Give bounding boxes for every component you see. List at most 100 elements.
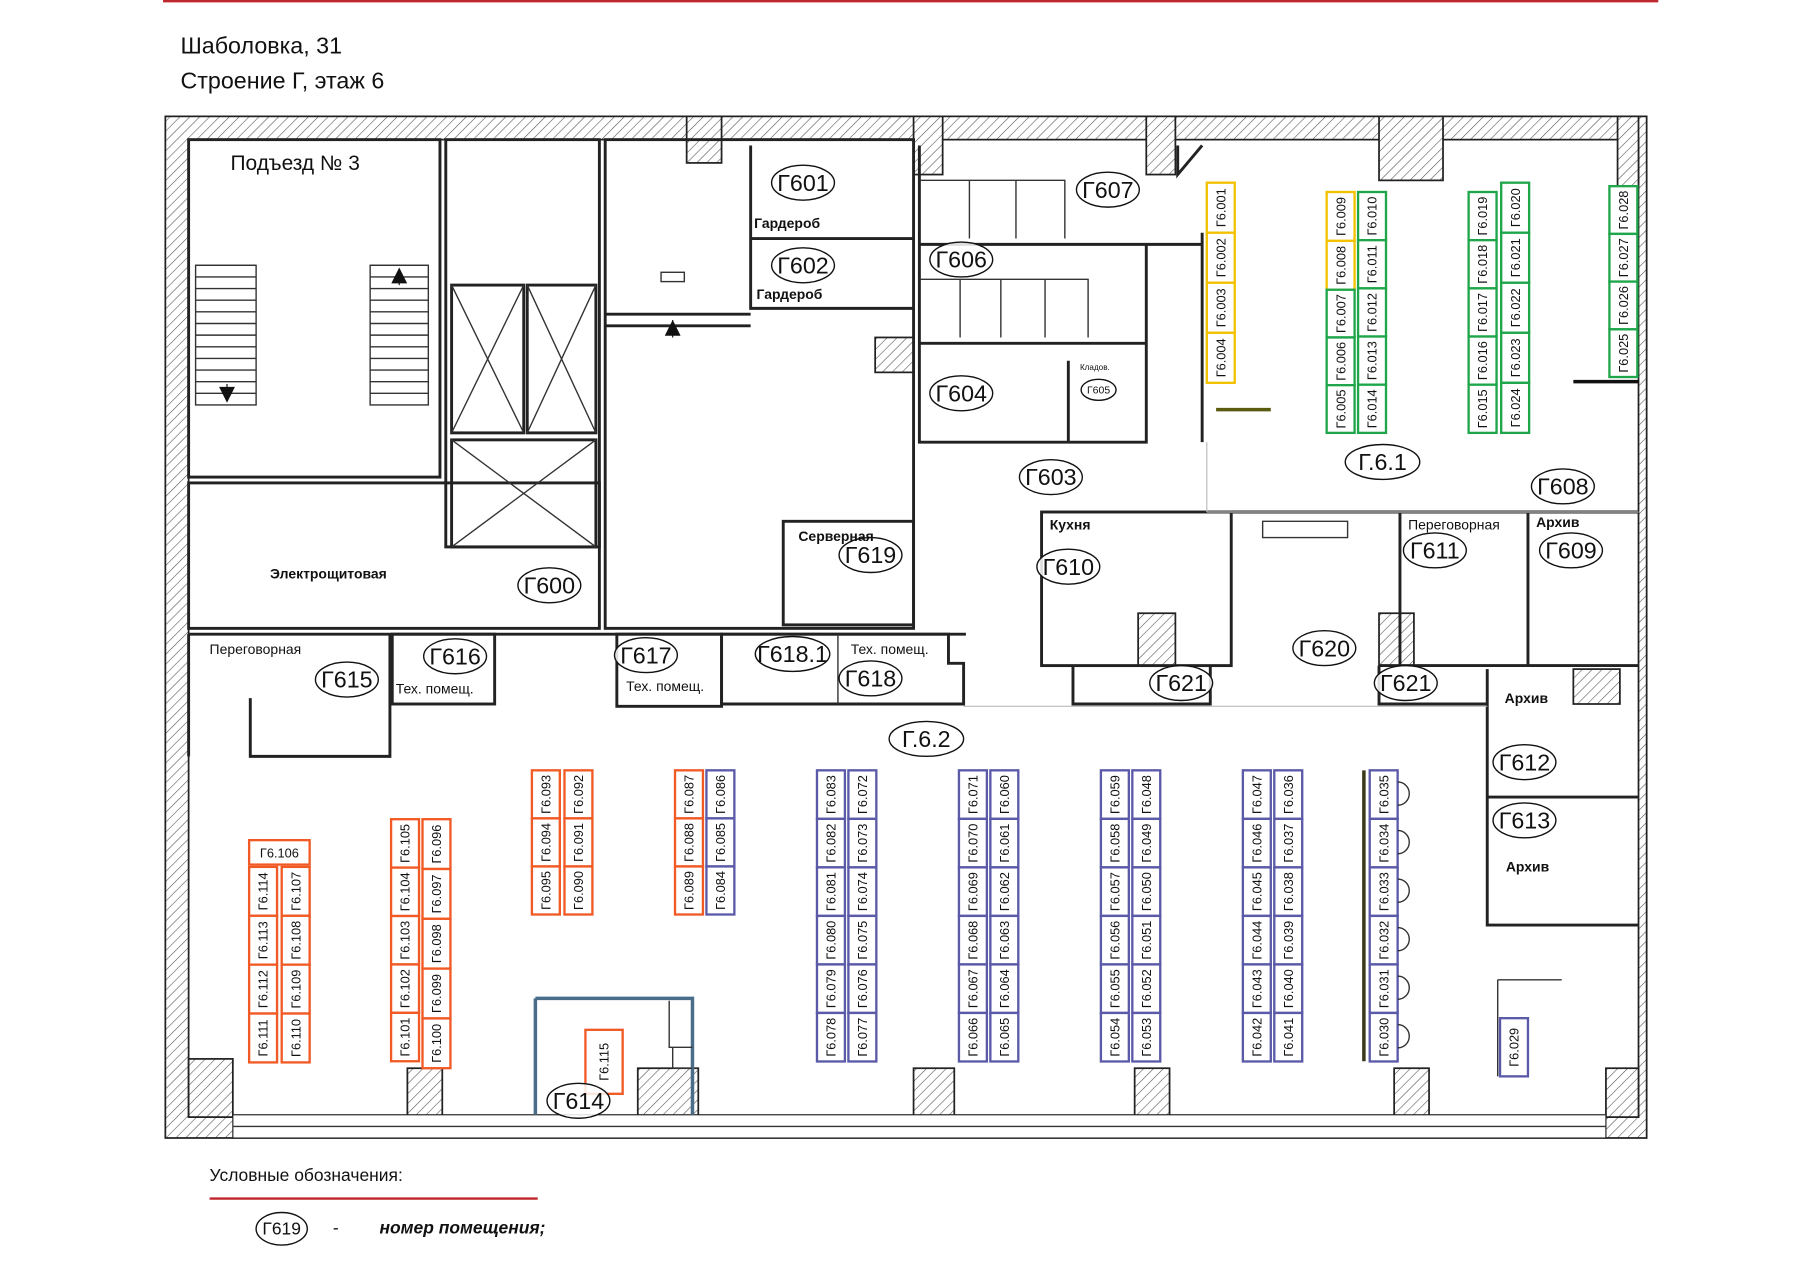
desk-cell[interactable]: Г6.028 xyxy=(1608,185,1639,236)
desk-cell[interactable]: Г6.107 xyxy=(280,865,311,917)
room-label[interactable]: Г601 xyxy=(770,164,836,201)
desk-cell[interactable]: Г6.071 xyxy=(957,769,989,821)
desk-cell[interactable]: Г6.061 xyxy=(989,817,1020,869)
room-label[interactable]: Г618 xyxy=(838,660,903,697)
desk-cell[interactable]: Г6.079 xyxy=(815,963,847,1015)
desk-cell[interactable]: Г6.022 xyxy=(1500,281,1531,334)
desk-cell[interactable]: Г6.069 xyxy=(957,866,989,918)
desk-cell[interactable]: Г6.088 xyxy=(673,817,705,868)
desk-cell[interactable]: Г6.007 xyxy=(1325,288,1356,339)
desk-cell[interactable]: Г6.047 xyxy=(1241,769,1272,821)
desk-cell[interactable]: Г6.085 xyxy=(705,817,736,868)
desk-cell[interactable]: Г6.018 xyxy=(1467,239,1498,290)
desk-cell[interactable]: Г6.030 xyxy=(1368,1011,1399,1063)
desk-cell[interactable]: Г6.091 xyxy=(563,817,594,868)
desk-cell[interactable]: Г6.044 xyxy=(1241,914,1272,966)
desk-cell[interactable]: Г6.052 xyxy=(1131,963,1162,1015)
desk-cell[interactable]: Г6.108 xyxy=(280,914,311,966)
desk-cell[interactable]: Г6.092 xyxy=(563,769,594,820)
room-label[interactable]: Г612 xyxy=(1492,744,1557,781)
desk-cell[interactable]: Г6.073 xyxy=(847,817,878,869)
desk-cell[interactable]: Г6.089 xyxy=(673,865,705,916)
desk-cell[interactable]: Г6.026 xyxy=(1608,280,1639,331)
desk-cell[interactable]: Г6.014 xyxy=(1356,383,1388,435)
desk-cell[interactable]: Г6.003 xyxy=(1205,281,1236,334)
desk-cell[interactable]: Г6.062 xyxy=(989,866,1020,918)
desk-cell[interactable]: Г6.060 xyxy=(989,769,1020,821)
room-label[interactable]: Г609 xyxy=(1538,532,1604,569)
desk-cell[interactable]: Г6.086 xyxy=(705,769,736,820)
desk-cell[interactable]: Г6.038 xyxy=(1273,866,1304,918)
desk-cell[interactable]: Г6.041 xyxy=(1273,1011,1304,1063)
desk-cell[interactable]: Г6.072 xyxy=(847,769,878,821)
desk-cell[interactable]: Г6.110 xyxy=(280,1012,311,1064)
desk-cell[interactable]: Г6.064 xyxy=(989,963,1020,1015)
desk-cell[interactable]: Г6.053 xyxy=(1131,1011,1162,1063)
desk-cell[interactable]: Г6.035 xyxy=(1368,769,1399,821)
room-label[interactable]: Г608 xyxy=(1530,468,1595,505)
desk-cell[interactable]: Г6.112 xyxy=(247,963,279,1015)
desk-cell[interactable]: Г6.095 xyxy=(530,865,561,916)
desk-cell[interactable]: Г6.102 xyxy=(389,963,421,1014)
desk-cell[interactable]: Г6.034 xyxy=(1368,817,1399,869)
desk-cell[interactable]: Г6.013 xyxy=(1356,335,1388,386)
room-label[interactable]: Г600 xyxy=(517,567,582,604)
desk-cell[interactable]: Г6.093 xyxy=(530,769,561,820)
desk-cell[interactable]: Г6.074 xyxy=(847,866,878,918)
room-label[interactable]: Г610 xyxy=(1036,548,1101,585)
room-label[interactable]: Г605 xyxy=(1080,378,1117,401)
room-label[interactable]: Г606 xyxy=(929,241,994,278)
desk-cell[interactable]: Г6.036 xyxy=(1273,769,1304,821)
desk-cell[interactable]: Г6.098 xyxy=(421,917,452,970)
room-label[interactable]: Г.6.2 xyxy=(888,720,965,758)
desk-cell[interactable]: Г6.099 xyxy=(421,967,452,1020)
desk-cell[interactable]: Г6.024 xyxy=(1500,381,1531,435)
desk-cell[interactable]: Г6.114 xyxy=(247,865,279,917)
desk-cell[interactable]: Г6.043 xyxy=(1241,963,1272,1015)
desk-cell[interactable]: Г6.106 xyxy=(247,838,311,866)
desk-cell[interactable]: Г6.032 xyxy=(1368,914,1399,966)
desk-cell[interactable]: Г6.097 xyxy=(421,867,452,920)
desk-cell[interactable]: Г6.070 xyxy=(957,817,989,869)
desk-cell[interactable]: Г6.109 xyxy=(280,963,311,1015)
desk-cell[interactable]: Г6.010 xyxy=(1356,190,1388,242)
desk-cell[interactable]: Г6.012 xyxy=(1356,287,1388,338)
desk-cell[interactable]: Г6.103 xyxy=(389,914,421,966)
desk-cell[interactable]: Г6.081 xyxy=(815,866,847,918)
desk-cell[interactable]: Г6.027 xyxy=(1608,232,1639,283)
desk-cell[interactable]: Г6.105 xyxy=(389,818,421,869)
desk-cell[interactable]: Г6.006 xyxy=(1325,336,1356,387)
desk-cell[interactable]: Г6.046 xyxy=(1241,817,1272,869)
desk-cell[interactable]: Г6.059 xyxy=(1099,769,1130,821)
room-label[interactable]: Г603 xyxy=(1018,458,1083,496)
desk-cell[interactable]: Г6.051 xyxy=(1131,914,1162,966)
room-label[interactable]: Г613 xyxy=(1492,802,1557,839)
desk-cell[interactable]: Г6.031 xyxy=(1368,963,1399,1015)
desk-cell[interactable]: Г6.057 xyxy=(1099,866,1130,918)
desk-cell[interactable]: Г6.076 xyxy=(847,963,878,1015)
desk-cell[interactable]: Г6.111 xyxy=(247,1012,279,1064)
room-label[interactable]: Г607 xyxy=(1075,171,1141,208)
desk-cell[interactable]: Г6.020 xyxy=(1500,181,1531,234)
desk-cell[interactable]: Г6.067 xyxy=(957,963,989,1015)
desk-cell[interactable]: Г6.078 xyxy=(815,1011,847,1063)
desk-cell[interactable]: Г6.039 xyxy=(1273,914,1304,966)
room-label[interactable]: Г614 xyxy=(546,1082,611,1119)
desk-cell[interactable]: Г6.077 xyxy=(847,1011,878,1063)
desk-cell[interactable]: Г6.033 xyxy=(1368,866,1399,918)
room-label[interactable]: Г615 xyxy=(314,661,379,698)
desk-cell[interactable]: Г6.090 xyxy=(563,865,594,916)
desk-cell[interactable]: Г6.017 xyxy=(1467,287,1498,338)
desk-cell[interactable]: Г6.054 xyxy=(1099,1011,1130,1063)
room-label[interactable]: Г.6.1 xyxy=(1344,443,1421,481)
room-label[interactable]: Г618.1 xyxy=(754,635,831,673)
room-label[interactable]: Г602 xyxy=(770,247,836,284)
room-label[interactable]: Г621 xyxy=(1373,664,1438,702)
desk-cell[interactable]: Г6.080 xyxy=(815,914,847,966)
room-label[interactable]: Г621 xyxy=(1149,664,1214,702)
room-label[interactable]: Г616 xyxy=(422,638,488,675)
desk-cell[interactable]: Г6.021 xyxy=(1500,231,1531,284)
desk-cell[interactable]: Г6.075 xyxy=(847,914,878,966)
desk-cell[interactable]: Г6.005 xyxy=(1325,384,1356,435)
desk-cell[interactable]: Г6.087 xyxy=(673,769,705,820)
